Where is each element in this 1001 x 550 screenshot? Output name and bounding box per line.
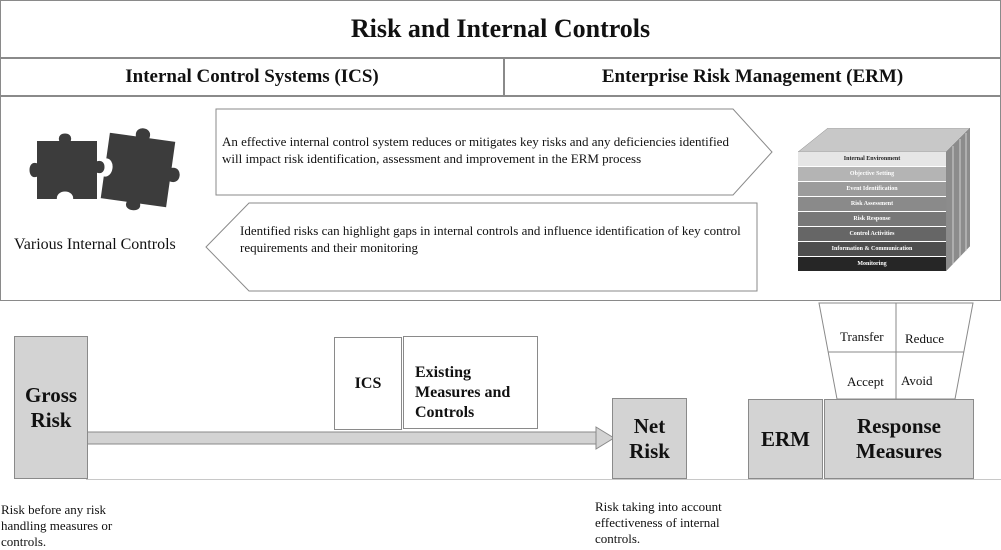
puzzle-pieces-icon <box>28 126 182 213</box>
net-risk-box: Net Risk <box>612 398 687 479</box>
cube-layer: Risk Response <box>798 212 946 227</box>
existing-measures-box: Existing Measures and Controls <box>403 336 538 429</box>
erm-cube: Internal Environment Objective Setting E… <box>798 128 970 276</box>
erm-label: ERM <box>761 426 810 451</box>
arrow-right-text: An effective internal control system red… <box>222 134 729 166</box>
gross-risk-note: Risk before any risk handling measures o… <box>1 502 113 549</box>
arrow-left-text: Identified risks can highlight gaps in i… <box>240 223 741 255</box>
flow-arrow <box>86 426 615 450</box>
response-measures-box: Response Measures <box>824 399 974 479</box>
gross-risk-label: Gross Risk <box>24 382 78 432</box>
cube-layer: Internal Environment <box>798 152 946 167</box>
existing-measures-label: Existing Measures and Controls <box>415 364 511 421</box>
funnel-reduce: Reduce <box>905 331 944 346</box>
funnel-transfer: Transfer <box>840 329 884 344</box>
erm-cube-shape <box>798 128 970 272</box>
ics-label: ICS <box>354 374 382 392</box>
gross-risk-box: Gross Risk <box>14 336 88 479</box>
cube-layer: Monitoring <box>798 257 946 271</box>
cube-layers: Internal Environment Objective Setting E… <box>798 152 946 271</box>
cube-layer: Control Activities <box>798 227 946 242</box>
ics-box: ICS <box>334 337 402 430</box>
cube-layer: Risk Assessment <box>798 197 946 212</box>
erm-header: Enterprise Risk Management (ERM) <box>504 58 1001 96</box>
net-risk-label: Net Risk <box>629 413 670 463</box>
funnel-accept: Accept <box>847 374 884 389</box>
response-measures-label: Response Measures <box>856 414 942 463</box>
main-title: Risk and Internal Controls <box>0 0 1001 58</box>
arrow-right-shape <box>215 108 773 196</box>
erm-box: ERM <box>748 399 823 479</box>
cube-layer: Event Identification <box>798 182 946 197</box>
puzzle-piece-left-icon <box>28 131 107 201</box>
puzzle-piece-right-icon <box>98 126 182 213</box>
ics-header: Internal Control Systems (ICS) <box>0 58 504 96</box>
arrow-left-shape <box>205 202 758 292</box>
cube-layer: Information & Communication <box>798 242 946 257</box>
funnel-avoid: Avoid <box>901 373 933 388</box>
net-risk-note: Risk taking into account effectiveness o… <box>595 499 722 546</box>
puzzle-label: Various Internal Controls <box>14 236 176 253</box>
baseline-divider <box>86 479 1001 480</box>
cube-layer: Objective Setting <box>798 167 946 182</box>
response-funnel <box>818 302 974 400</box>
